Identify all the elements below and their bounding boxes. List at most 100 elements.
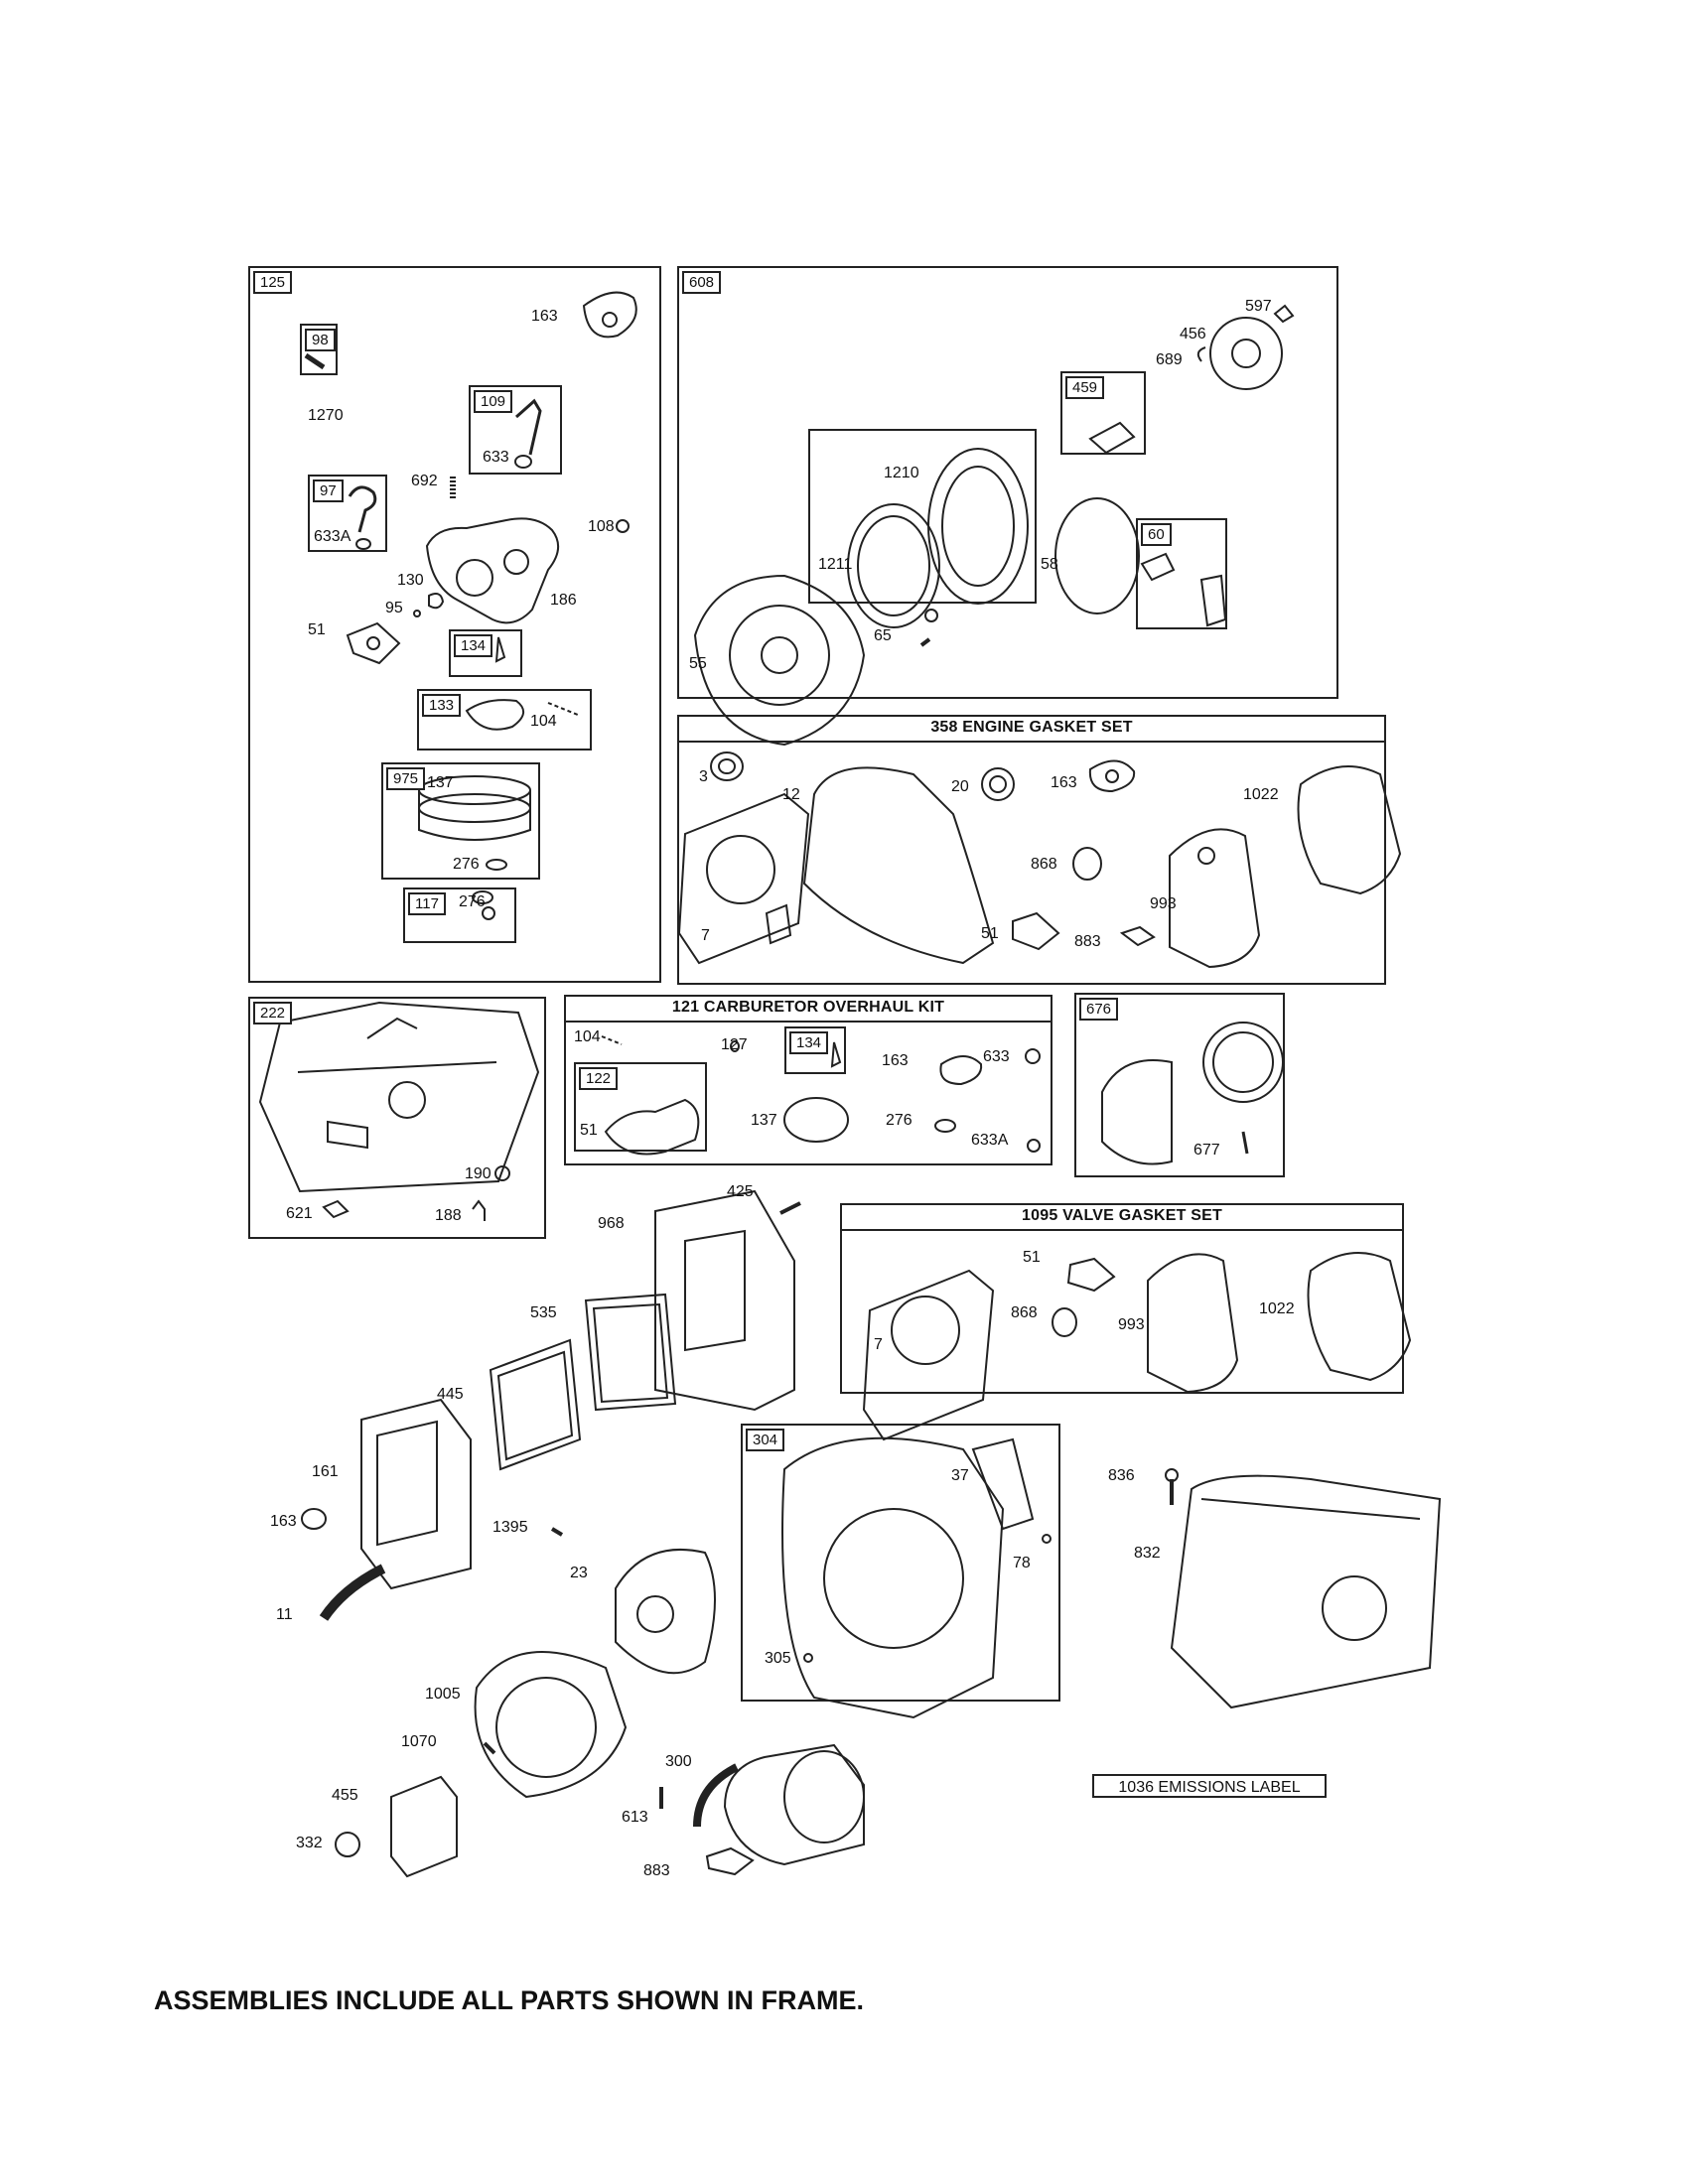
part-label: 1395 xyxy=(492,1519,528,1536)
muffler-300 xyxy=(723,1743,865,1866)
rewind-housing-55 xyxy=(693,574,866,747)
frame-tag: 134 xyxy=(454,634,493,657)
frame-tag: 134 xyxy=(789,1031,829,1054)
part-label: 51 xyxy=(580,1122,598,1139)
part-label: 613 xyxy=(622,1809,648,1826)
part-label: 104 xyxy=(530,713,557,730)
frame-121-carburetor-overhaul-kit: 121 CARBURETOR OVERHAUL KIT 104 127 134 … xyxy=(564,995,1052,1165)
blower-housing-304 xyxy=(781,1436,1005,1719)
jet-134 xyxy=(494,636,506,663)
jet-134-kit xyxy=(830,1041,842,1068)
part-label: 276 xyxy=(453,856,480,873)
head-gasket-7-valve xyxy=(862,1269,995,1441)
gasket-51-valve xyxy=(1066,1257,1116,1293)
nut-332 xyxy=(335,1832,360,1857)
pulley-456 xyxy=(1209,317,1283,390)
part-label: 58 xyxy=(1041,556,1058,573)
frame-tag: 98 xyxy=(305,329,336,351)
frame-tag: 459 xyxy=(1065,376,1105,399)
part-label: 127 xyxy=(721,1036,748,1053)
part-label: 163 xyxy=(882,1052,909,1069)
frame-tag: 975 xyxy=(386,767,426,790)
part-label: 332 xyxy=(296,1835,323,1851)
part-label: 993 xyxy=(1150,895,1177,912)
gasket-868-valve xyxy=(1052,1307,1077,1337)
part-label: 633 xyxy=(983,1048,1010,1065)
frame-222: 222 190 621 188 xyxy=(248,997,546,1239)
valve-cover-gasket-993-valve xyxy=(1147,1253,1239,1394)
part-label: 455 xyxy=(332,1787,358,1804)
frame-tag: 97 xyxy=(313,479,344,502)
head-gasket-7 xyxy=(677,792,810,965)
seal-3 xyxy=(710,751,744,781)
part-label: 621 xyxy=(286,1205,313,1222)
part-label: 163 xyxy=(1051,774,1077,791)
air-filter-445 xyxy=(489,1338,582,1471)
part-label: 677 xyxy=(1193,1142,1220,1159)
part-label: 276 xyxy=(459,893,486,910)
part-label: 7 xyxy=(701,927,710,944)
pre-cleaner-535 xyxy=(584,1293,677,1412)
part-label: 535 xyxy=(530,1304,557,1321)
part-label: 633 xyxy=(483,449,509,466)
gasket-163-loose xyxy=(301,1508,327,1530)
gasket-883 xyxy=(1119,925,1156,947)
hose-11 xyxy=(319,1564,386,1621)
nut-597 xyxy=(1273,304,1295,324)
subframe-122: 122 51 xyxy=(574,1062,707,1152)
pawl-459 xyxy=(1088,421,1136,455)
part-label: 65 xyxy=(874,627,892,644)
part-label: 55 xyxy=(689,655,707,672)
gasket-163-kit xyxy=(939,1055,983,1086)
subframe-1210 xyxy=(808,429,1037,604)
carburetor-body xyxy=(425,517,559,624)
frame-tag: 608 xyxy=(682,271,722,294)
subframe-98: 98 xyxy=(300,324,338,375)
gasket-51 xyxy=(346,621,401,665)
part-label: 3 xyxy=(699,768,708,785)
part-label: 1270 xyxy=(308,407,344,424)
frame-608: 608 597 456 689 459 1210 1211 58 60 65 5… xyxy=(677,266,1338,699)
part-label: 832 xyxy=(1134,1545,1161,1562)
part-label: 51 xyxy=(308,621,326,638)
part-label: 108 xyxy=(588,518,615,535)
subframe-97: 97 633A xyxy=(308,475,387,552)
spring-1211 xyxy=(847,503,940,628)
deflector-37 xyxy=(971,1437,1035,1531)
o-ring-137 xyxy=(783,1097,849,1143)
frame-676: 676 677 xyxy=(1074,993,1285,1177)
part-label: 1005 xyxy=(425,1686,461,1703)
part-label: 868 xyxy=(1011,1304,1038,1321)
emissions-label-box: 1036 EMISSIONS LABEL xyxy=(1092,1774,1327,1798)
frame-title: 1095 VALVE GASKET SET xyxy=(1022,1207,1222,1224)
frame-1095-valve-gasket-set: 1095 VALVE GASKET SET 51 868 993 1022 7 xyxy=(840,1203,1404,1394)
flywheel-fan-1005 xyxy=(474,1651,628,1799)
part-label: 305 xyxy=(765,1650,791,1667)
part-label: 95 xyxy=(385,600,403,616)
cover-gasket-1022-valve xyxy=(1307,1252,1412,1382)
part-label: 51 xyxy=(981,925,999,942)
part-label: 137 xyxy=(427,774,454,791)
part-label: 993 xyxy=(1118,1316,1145,1333)
part-label: 883 xyxy=(1074,933,1101,950)
part-label: 23 xyxy=(570,1565,588,1581)
part-label: 300 xyxy=(665,1753,692,1770)
footer-note: ASSEMBLIES INCLUDE ALL PARTS SHOWN IN FR… xyxy=(154,1985,865,2015)
part-label: 130 xyxy=(397,572,424,589)
rope-guide-60 xyxy=(1140,552,1176,582)
subframe-117: 117 276 xyxy=(403,887,516,943)
air-cleaner-cover-968 xyxy=(654,1189,795,1412)
frame-304: 304 37 78 305 xyxy=(741,1424,1060,1702)
screw-1395 xyxy=(550,1527,564,1537)
part-label: 276 xyxy=(886,1112,912,1129)
float-133 xyxy=(465,699,524,731)
valve-cover-gasket-993 xyxy=(1169,828,1261,969)
part-label: 104 xyxy=(574,1028,601,1045)
subframe-975: 975 137 276 xyxy=(381,762,540,880)
subframe-133: 133 104 xyxy=(417,689,592,751)
flywheel-23 xyxy=(615,1549,716,1675)
part-label: 11 xyxy=(276,1606,293,1623)
part-label: 190 xyxy=(465,1165,491,1182)
part-label: 597 xyxy=(1245,298,1272,315)
frame-tag: 60 xyxy=(1141,523,1172,546)
